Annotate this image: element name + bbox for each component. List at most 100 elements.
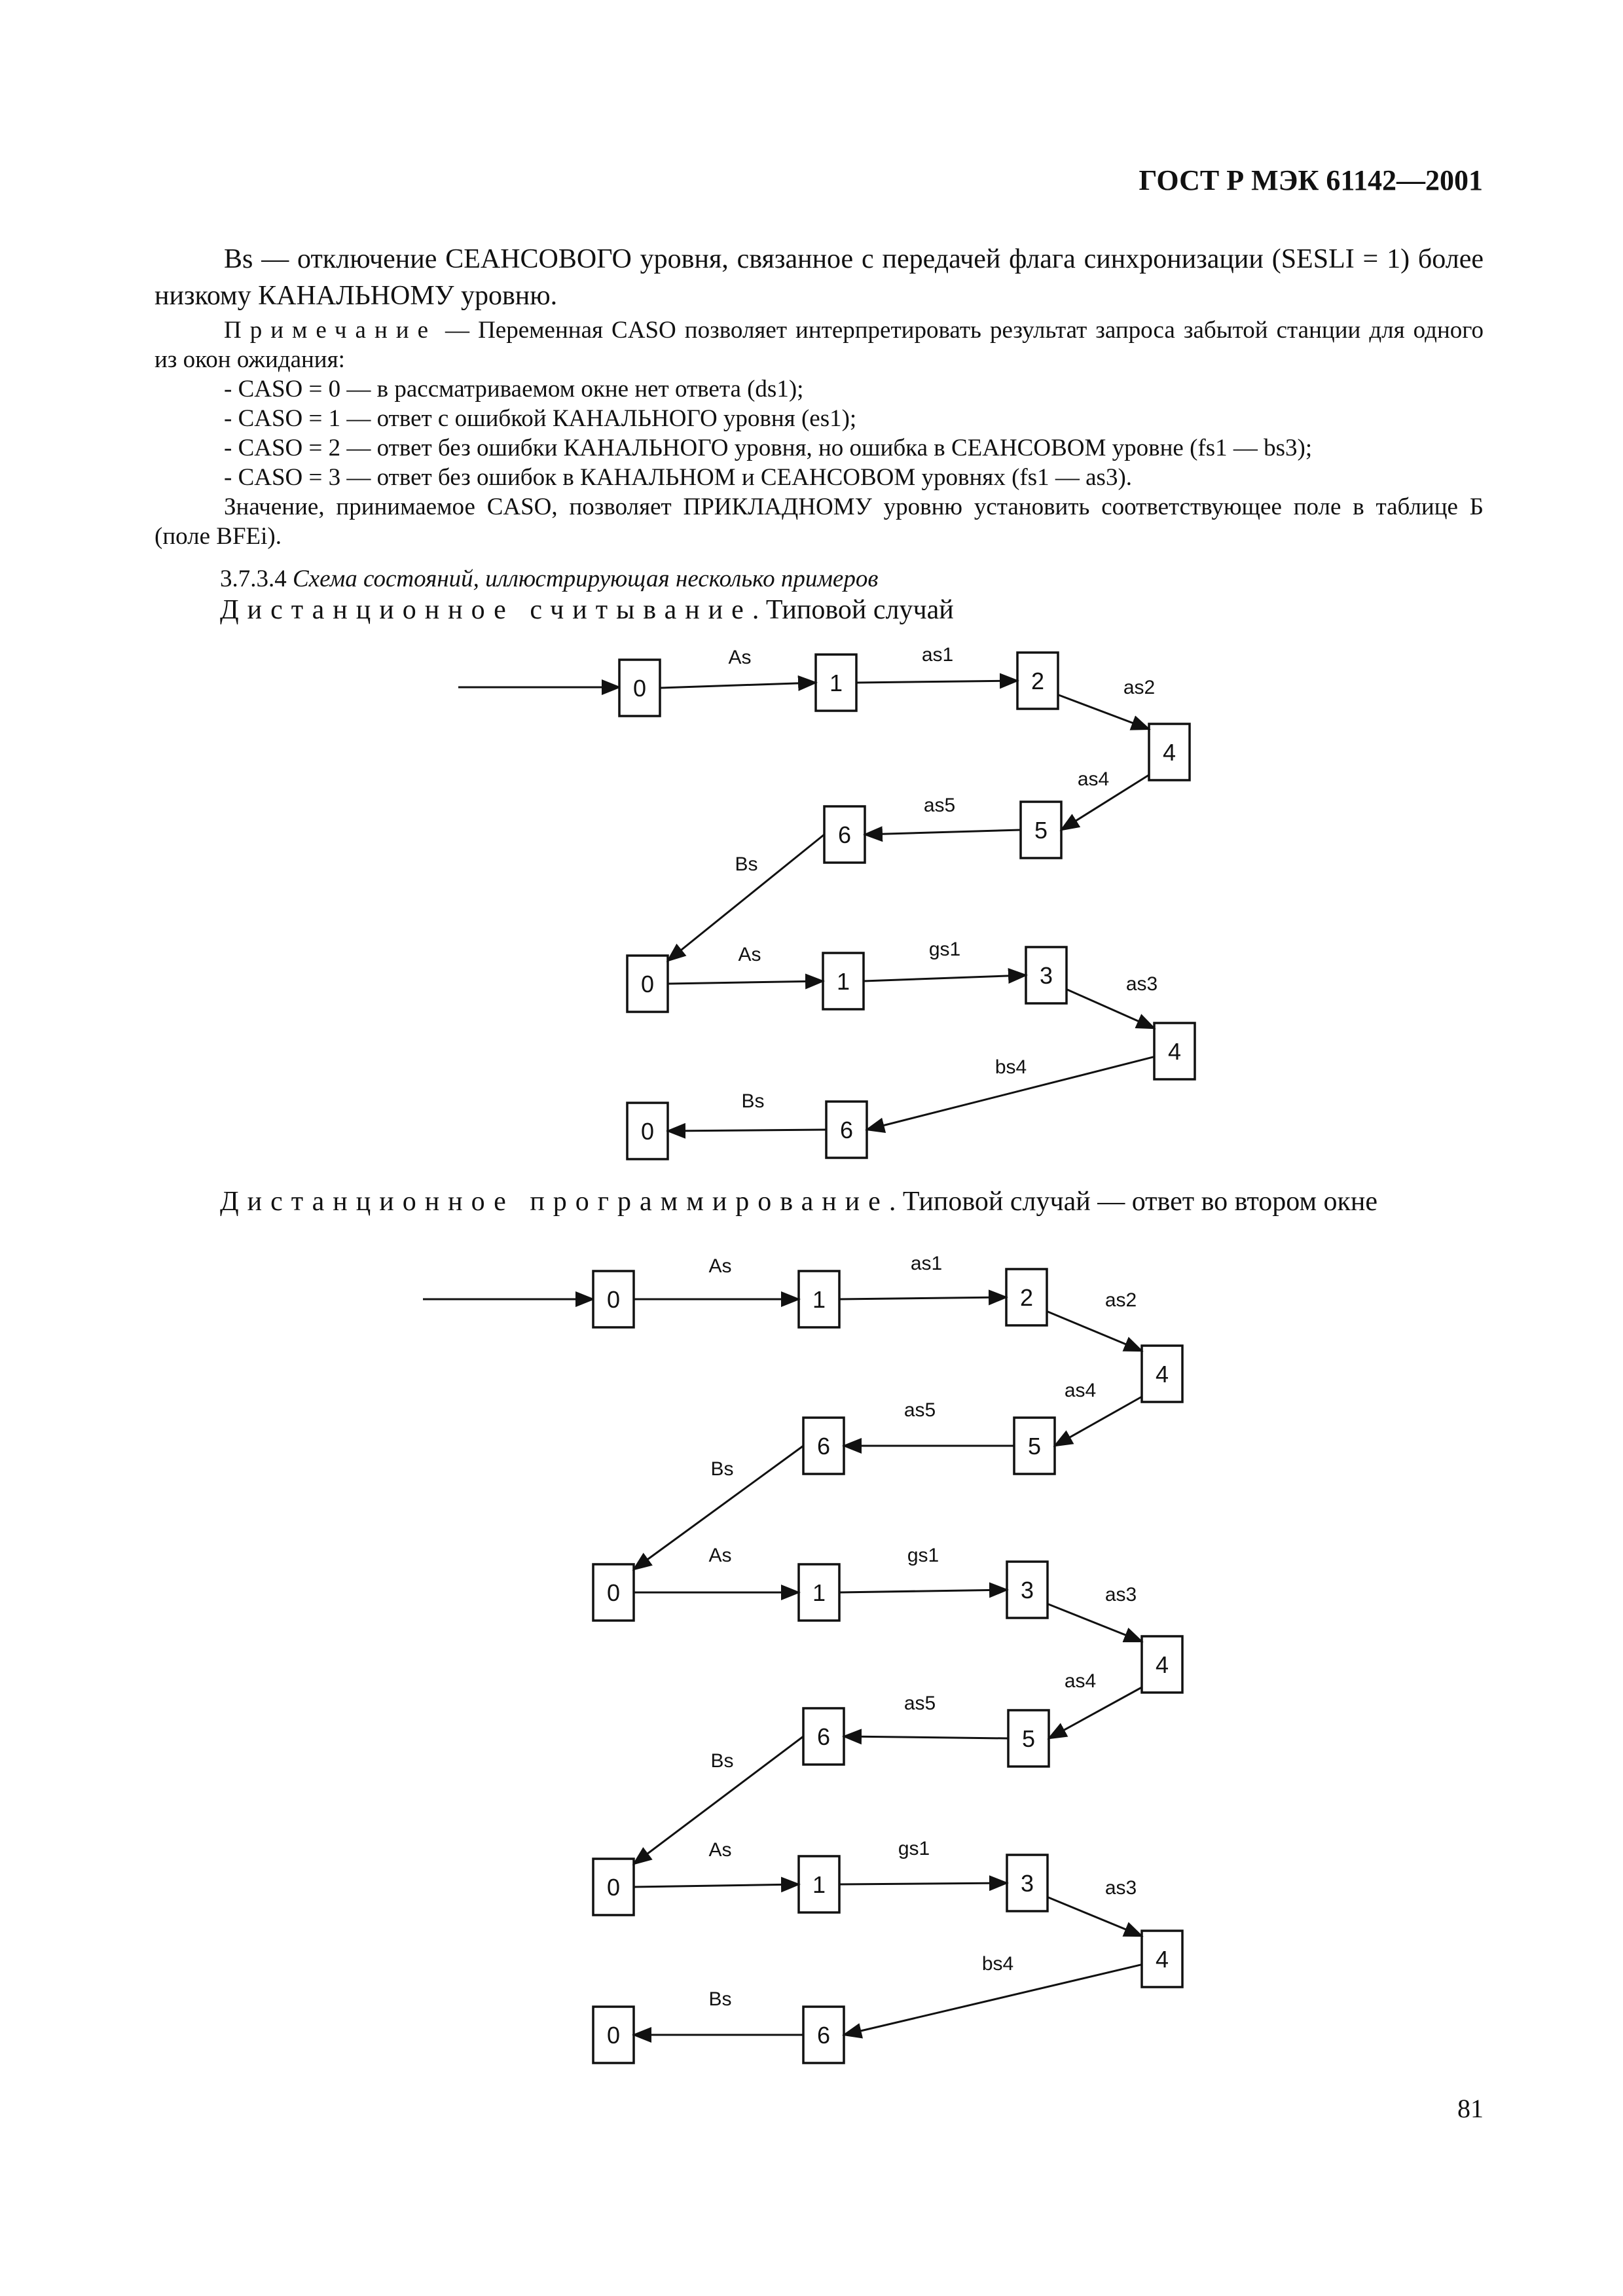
note-tail: Значение, принимаемое CASO, позволяет ПР… xyxy=(155,493,1484,550)
d1-state-box-9 xyxy=(1153,1022,1196,1081)
d2-transition-label-9: as4 xyxy=(1065,1670,1096,1692)
d1-transition-9 xyxy=(865,1056,1155,1133)
d2-state-label-1: 1 xyxy=(812,1286,826,1313)
d2-transition-label-6: As xyxy=(708,1545,731,1566)
caption-remote-program-spaced: Дистанционное программирование xyxy=(220,1187,889,1217)
note-paragraph: Примечание — Переменная CASO позволяет и… xyxy=(155,315,1484,374)
d2-state-label-9: 4 xyxy=(1156,1651,1169,1678)
d1-state-label-3: 4 xyxy=(1163,739,1176,766)
note-item-0: - CASO = 0 — в рассматриваемом окне нет … xyxy=(224,376,804,403)
d1-transition-label-6: As xyxy=(738,944,761,965)
d2-transition-label-14: as3 xyxy=(1105,1877,1137,1899)
d2-state-label-14: 3 xyxy=(1021,1870,1034,1897)
d1-transition-label-1: as1 xyxy=(922,644,953,666)
d2-state-label-15: 4 xyxy=(1156,1946,1169,1973)
d2-transition-7 xyxy=(839,1582,1009,1598)
d2-transition-5 xyxy=(632,1444,804,1571)
d2-state-box-1 xyxy=(797,1270,841,1329)
d1-state-label-8: 3 xyxy=(1040,962,1053,989)
d1-transition-label-10: Bs xyxy=(741,1090,764,1112)
d1-transition-label-0: As xyxy=(728,647,751,668)
note-item-1: - CASO = 1 — ответ с ошибкой КАНАЛЬНОГО … xyxy=(224,405,857,432)
d2-state-label-16: 0 xyxy=(607,2022,620,2049)
d2-transition-3 xyxy=(1053,1395,1142,1447)
page-header: ГОСТ Р МЭК 61142—2001 xyxy=(1139,164,1483,196)
d1-state-box-6 xyxy=(626,954,669,1013)
d1-state-label-0: 0 xyxy=(633,675,646,702)
d2-state-label-7: 1 xyxy=(812,1579,826,1606)
d2-transition-label-1: as1 xyxy=(911,1253,942,1274)
d2-state-label-10: 5 xyxy=(1022,1725,1035,1752)
d1-state-box-5 xyxy=(823,805,866,864)
section-title: Схема состояний, иллюстрирующая нескольк… xyxy=(293,565,879,592)
d2-transition-label-15: bs4 xyxy=(982,1953,1013,1975)
d2-transition-8 xyxy=(1047,1603,1144,1643)
d2-transition-12 xyxy=(633,1876,801,1893)
d2-state-box-8 xyxy=(1006,1560,1049,1619)
d2-state-box-13 xyxy=(797,1855,841,1914)
d1-transition-label-2: as2 xyxy=(1123,677,1155,698)
d2-transition-label-5: Bs xyxy=(710,1458,733,1480)
d2-transition-label-4: as5 xyxy=(904,1399,936,1421)
d1-transition-label-4: as5 xyxy=(924,795,955,816)
paragraph-bs: Bs — отключение СЕАНСОВОГО уровня, связа… xyxy=(155,244,1484,311)
d2-state-box-17 xyxy=(802,2005,845,2064)
d2-transition-10 xyxy=(842,1729,1009,1745)
d1-state-label-10: 0 xyxy=(641,1118,654,1145)
d2-transition-label-12: As xyxy=(708,1839,731,1861)
note-item-3: - CASO = 3 — ответ без ошибок в КАНАЛЬНО… xyxy=(224,464,1133,491)
caption-remote-read-rest: . Типовой случай xyxy=(752,595,954,625)
d1-transition-7 xyxy=(863,967,1028,984)
d1-state-box-4 xyxy=(1019,800,1063,859)
d2-state-box-6 xyxy=(592,1563,635,1622)
d2-state-label-8: 3 xyxy=(1021,1577,1034,1604)
d2-state-box-9 xyxy=(1140,1635,1184,1694)
d2-state-label-11: 6 xyxy=(817,1723,830,1750)
d1-state-box-0 xyxy=(618,658,661,717)
d2-transition-label-8: as3 xyxy=(1105,1584,1137,1605)
d1-state-box-3 xyxy=(1148,723,1191,781)
d2-transition-label-10: as5 xyxy=(904,1693,936,1714)
d1-state-label-5: 6 xyxy=(838,821,851,848)
caption-remote-program-rest: . Типовой случай — ответ во втором окне xyxy=(888,1187,1378,1217)
d2-transition-13 xyxy=(839,1875,1009,1892)
d2-state-box-10 xyxy=(1007,1709,1050,1768)
d1-transition-label-3: as4 xyxy=(1078,768,1109,790)
d1-transition-4 xyxy=(863,826,1021,842)
d2-state-label-17: 6 xyxy=(817,2022,830,2049)
d2-transition-15 xyxy=(842,1964,1142,2039)
caption-remote-read: Дистанционное считывание. Типовой случай xyxy=(155,592,1484,628)
d2-transition-label-7: gs1 xyxy=(907,1545,939,1566)
d2-transition-label-16: Bs xyxy=(708,1988,731,2010)
d2-state-box-15 xyxy=(1140,1929,1184,1988)
d1-state-label-1: 1 xyxy=(830,670,843,696)
d1-transition-label-9: bs4 xyxy=(995,1056,1027,1078)
d1-transition-2 xyxy=(1057,694,1151,730)
d1-transition-8 xyxy=(1066,988,1156,1030)
d1-state-label-11: 6 xyxy=(840,1117,853,1143)
d2-state-label-6: 0 xyxy=(607,1579,620,1606)
d1-state-label-2: 2 xyxy=(1031,668,1044,694)
d2-transition-label-13: gs1 xyxy=(898,1838,930,1859)
d1-transition-label-8: as3 xyxy=(1126,973,1158,995)
d1-state-label-9: 4 xyxy=(1168,1038,1181,1065)
caption-remote-read-spaced: Дистанционное считывание xyxy=(220,595,752,625)
d1-state-label-7: 1 xyxy=(837,968,850,995)
d2-state-box-3 xyxy=(1140,1344,1184,1403)
d2-state-label-0: 0 xyxy=(607,1286,620,1313)
caption-remote-program: Дистанционное программирование. Типовой … xyxy=(155,1183,1484,1220)
d1-transition-6 xyxy=(667,973,825,990)
d1-state-label-6: 0 xyxy=(641,971,654,997)
d1-transition-1 xyxy=(856,673,1019,689)
d2-transition-label-11: Bs xyxy=(710,1750,733,1772)
d2-transition-2 xyxy=(1046,1310,1144,1352)
d2-transition-label-0: As xyxy=(708,1255,731,1277)
page-number: 81 xyxy=(1457,2094,1484,2123)
d2-transition-9 xyxy=(1047,1686,1142,1740)
d1-state-label-4: 5 xyxy=(1034,817,1048,844)
d2-state-label-4: 5 xyxy=(1028,1433,1041,1460)
